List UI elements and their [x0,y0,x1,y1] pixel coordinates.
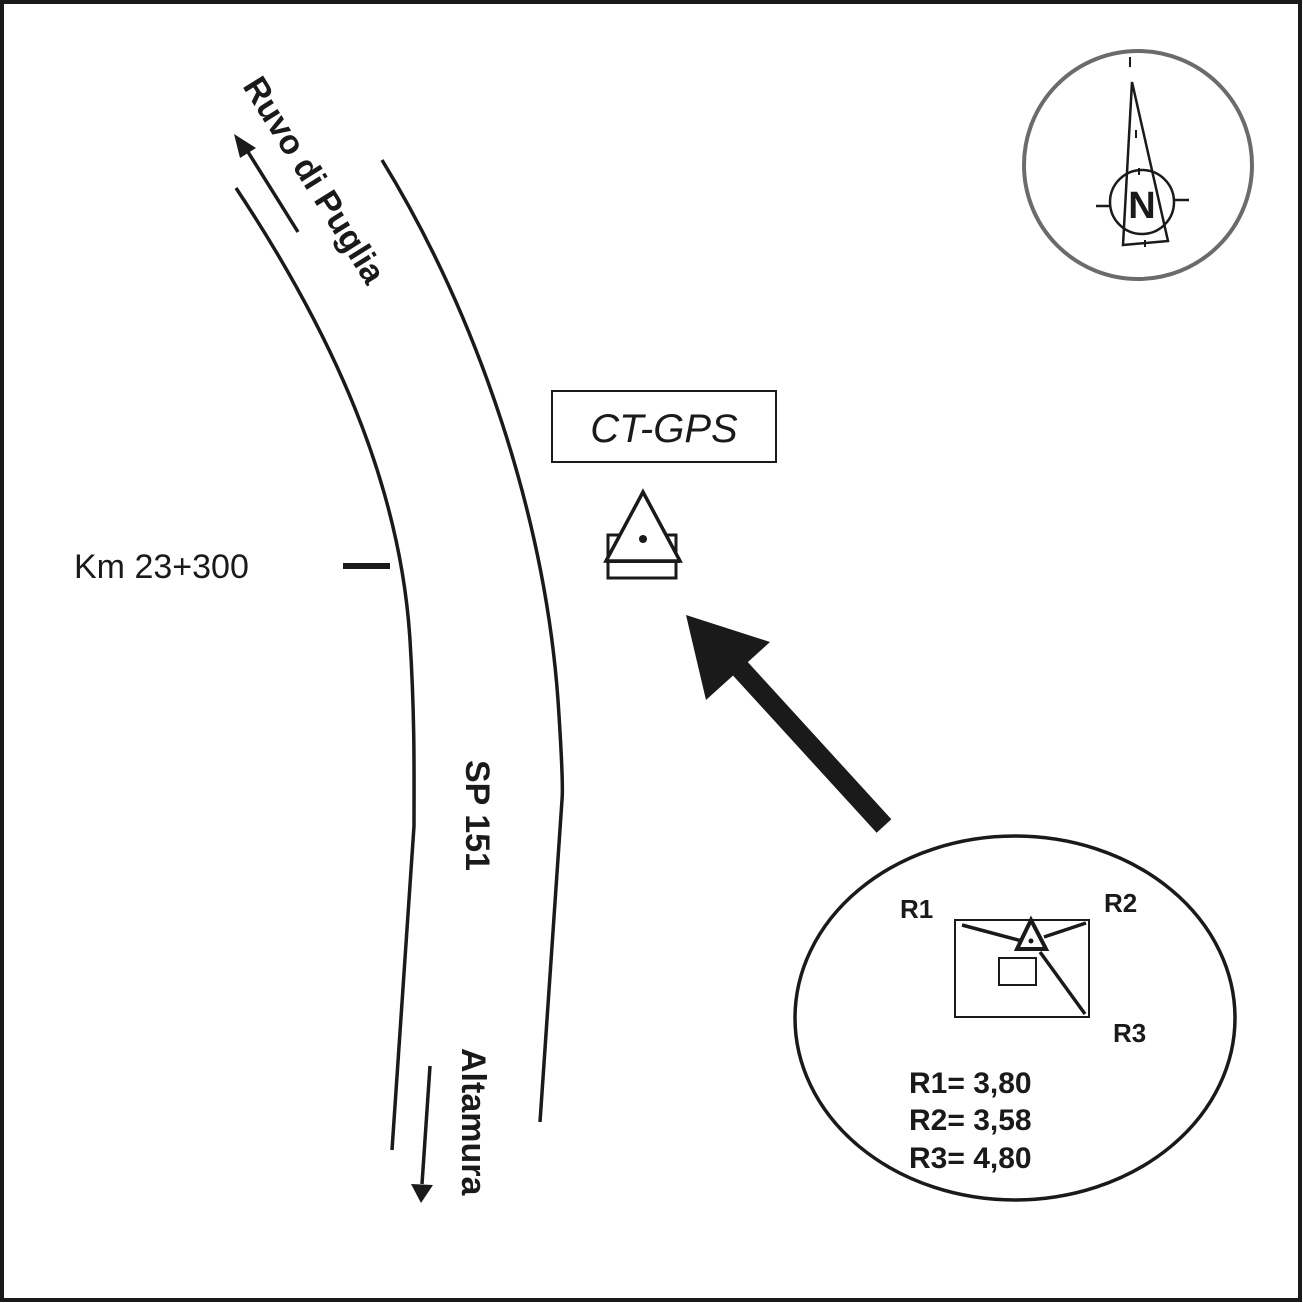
inset-label-r1: R1 [900,894,933,924]
measurement-list: R1= 3,80 R2= 3,58 R3= 4,80 [909,1067,1032,1175]
inset-station-icon [1013,915,1050,951]
inset-detail: R1 R2 R3 R1= 3,80 R2= 3,58 R3= 4,80 [793,834,1237,1202]
arrow-to-ruvo-icon [234,134,300,233]
arrow-to-altamura-icon [411,1065,433,1203]
label-road-name: SP 151 [458,760,496,871]
inset-small-building [998,957,1037,986]
inset-ellipse [793,834,1237,1202]
pointer-arrow-icon [686,615,892,833]
measurement-row: R1= 3,80 [909,1067,1032,1100]
label-km-marker: Km 23+300 [74,548,249,586]
station-label-box [551,390,777,463]
measurement-row: R2= 3,58 [909,1104,1032,1137]
label-altamura: Altamura [454,1048,492,1196]
label-ruvo-di-puglia: Ruvo di Puglia [235,70,393,291]
north-compass-icon: N [1022,49,1254,281]
inset-label-r3: R3 [1113,1018,1146,1048]
inset-line-r2 [1043,921,1087,939]
inset-line-r1 [961,923,1023,943]
inset-building-outline [954,919,1090,1018]
inset-label-r2: R2 [1104,888,1137,918]
compass-letter: N [1128,185,1155,227]
label-station: CT-GPS [590,407,738,451]
measurement-row: R3= 4,80 [909,1142,1032,1175]
gps-station-icon [603,488,683,580]
road-edge-west [234,187,416,1151]
road-edge-east [380,159,565,1123]
inset-line-r3 [1038,950,1087,1016]
